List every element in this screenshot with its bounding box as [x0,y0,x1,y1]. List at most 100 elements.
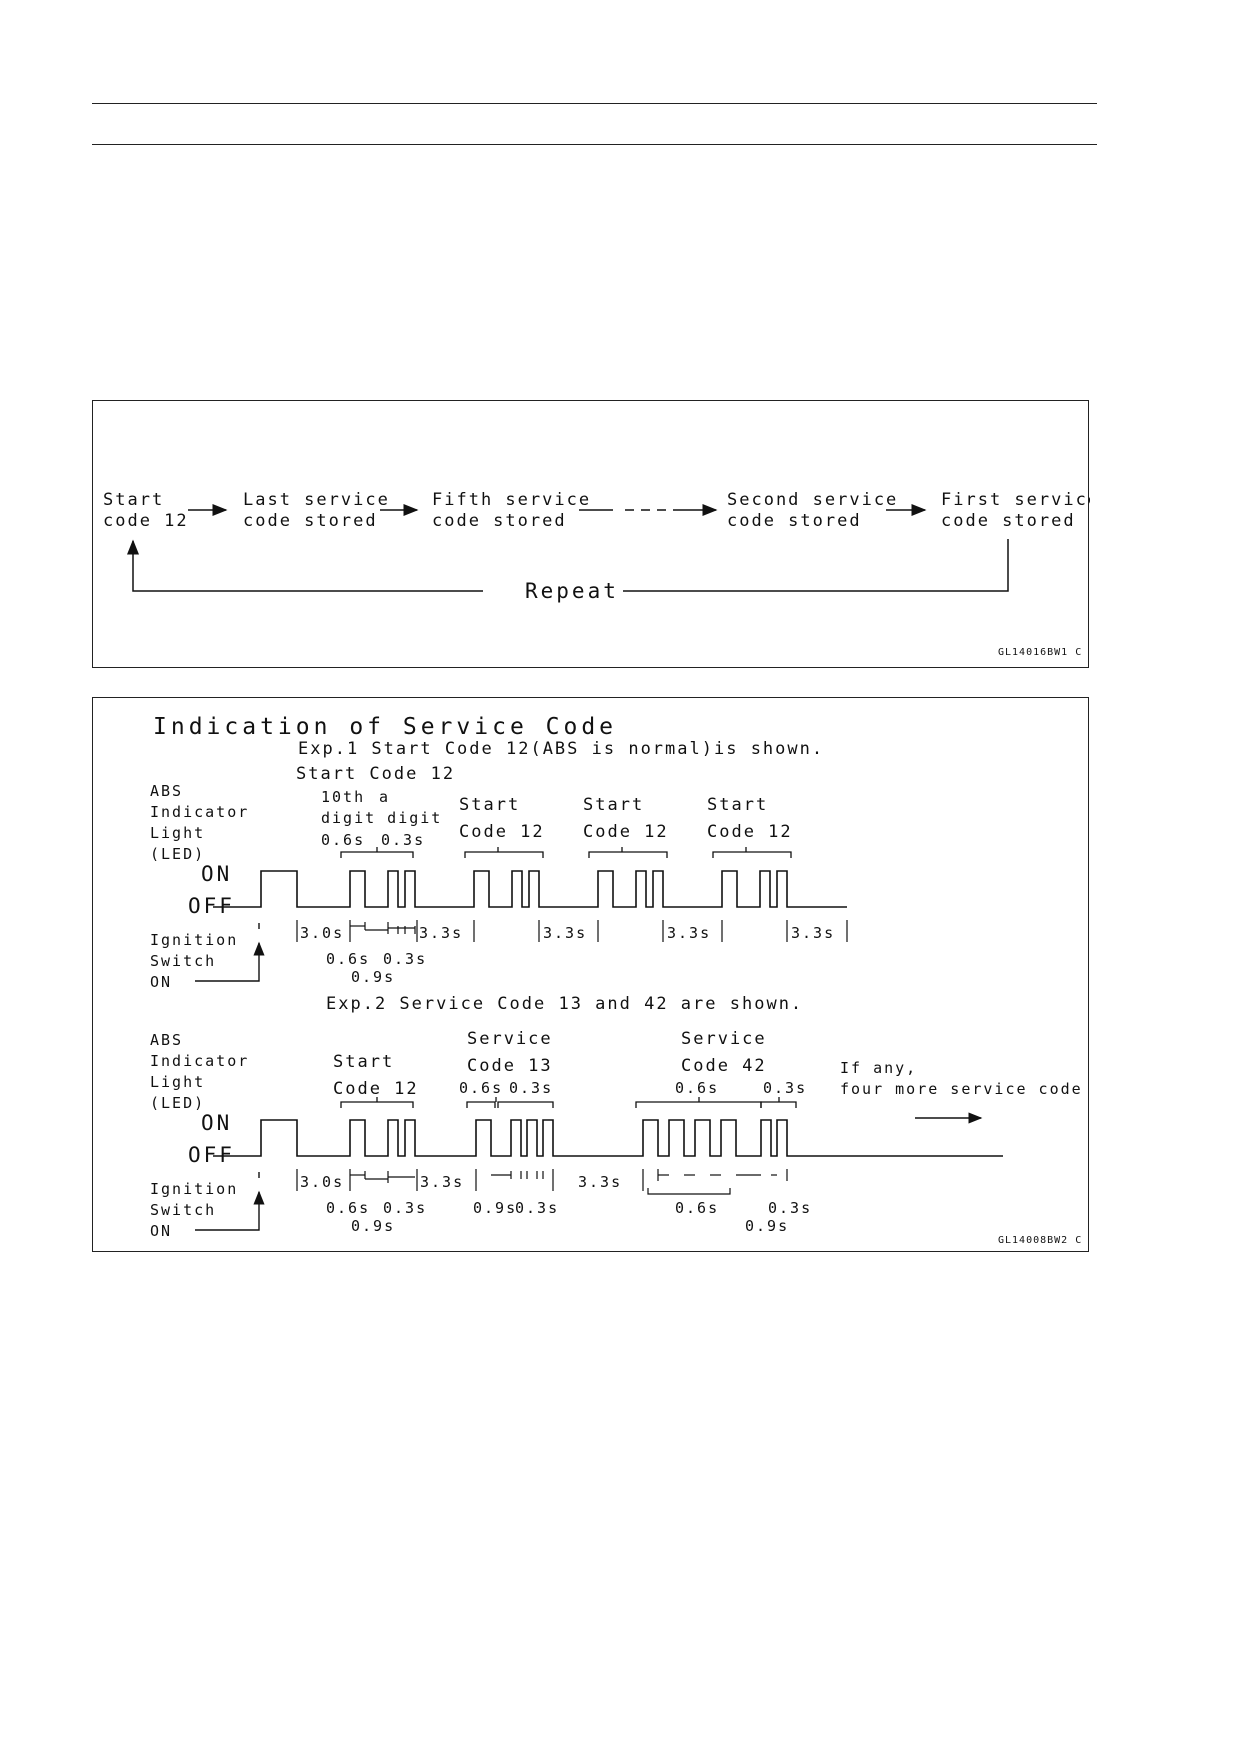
flow-node-fifth: Fifth service code stored [432,490,591,531]
svg-text:Indicator: Indicator [150,1052,249,1070]
svg-text:3.3s: 3.3s [419,924,463,942]
svg-text:Last service: Last service [243,490,390,510]
exp2-side-labels: ABS Indicator Light (LED) ON OFF Ignitio… [150,1031,249,1240]
svg-text:Second service: Second service [727,490,898,510]
svg-text:Ignition: Ignition [150,1180,238,1198]
timing-diagram: Indication of Service Code Exp.1 Start C… [150,714,1083,1246]
svg-text:0.9s: 0.9s [473,1199,517,1217]
timing-title: Indication of Service Code [153,714,617,740]
exp2-ignition-switch [195,1172,265,1231]
svg-text:0.6s: 0.6s [675,1199,719,1217]
service-code-flow-panel: Start code 12 Last service code stored F… [92,400,1090,668]
svg-text:3.3s: 3.3s [543,924,587,942]
svg-text:ABS: ABS [150,1031,183,1049]
svg-text:code 12: code 12 [103,511,189,531]
svg-text:0.9s: 0.9s [351,1217,395,1235]
figure-id: GL14008BW2 C [998,1235,1082,1246]
svg-text:0.3s: 0.3s [383,1199,427,1217]
exp2-code42-line2: Code 42 [681,1056,767,1076]
svg-text:0.6s: 0.6s [326,1199,370,1217]
svg-text:ON: ON [150,1222,172,1240]
svg-text:Switch: Switch [150,952,216,970]
exp2-brackets [340,1097,797,1108]
exp2-heading: Exp.2 Service Code 13 and 42 are shown. [326,994,803,1014]
svg-text:ON: ON [201,1111,232,1135]
svg-text:Light: Light [150,824,205,842]
service-code-timing-panel: Indication of Service Code Exp.1 Start C… [92,697,1089,1252]
svg-text:3.3s: 3.3s [578,1173,622,1191]
exp2-code13-t1: 0.6s [459,1079,503,1097]
exp1-dur-unit: 0.3s [381,831,425,849]
exp1-brackets [340,847,792,858]
svg-text:Code 12: Code 12 [707,822,793,842]
svg-text:Fifth service: Fifth service [432,490,591,510]
svg-text:Code 12: Code 12 [459,822,545,842]
header-rule-bottom [92,144,1097,145]
svg-text:Start: Start [707,795,768,815]
exp1-waveform [213,870,847,908]
svg-text:code stored: code stored [941,511,1076,531]
svg-text:0.3s: 0.3s [383,950,427,968]
svg-text:Code 12: Code 12 [583,822,669,842]
exp2-waveform [213,1119,1003,1157]
svg-text:OFF: OFF [188,1143,235,1167]
exp1-gap-labels: 3.0s 3.3s 3.3s 3.3s 3.3s 0.6s 0.3s 0.9s [300,924,835,986]
svg-text:Start: Start [583,795,644,815]
svg-text:0.3s: 0.3s [768,1199,812,1217]
repeat-label: Repeat [525,579,619,603]
exp2-code42-line1: Service [681,1029,767,1049]
exp2-code13-t2: 0.3s [509,1079,553,1097]
svg-text:ON: ON [150,973,172,991]
exp1-dur-tenth: 0.6s [321,831,365,849]
svg-text:First service: First service [941,490,1090,510]
svg-text:3.3s: 3.3s [420,1173,464,1191]
exp1-ignition-switch [195,923,265,982]
svg-text:(LED): (LED) [150,1094,205,1112]
exp1-repeat-labels: Start Code 12 Start Code 12 Start Code 1… [459,795,793,842]
flow-node-last: Last service code stored [243,490,390,531]
exp2-if-any-2: four more service code [840,1080,1083,1098]
exp2-code13-line2: Code 13 [467,1056,553,1076]
svg-text:Indicator: Indicator [150,803,249,821]
exp1-start-code-label: Start Code 12 [296,764,455,784]
svg-text:Start: Start [459,795,520,815]
flow-node-start: Start code 12 [103,490,189,531]
svg-text:3.0s: 3.0s [300,924,344,942]
exp2-start-line1: Start [333,1052,394,1072]
svg-text:0.3s: 0.3s [515,1199,559,1217]
exp2-code42-t1: 0.6s [675,1079,719,1097]
svg-text:Ignition: Ignition [150,931,238,949]
svg-text:Switch: Switch [150,1201,216,1219]
repeat-loop: Repeat [127,539,1009,603]
exp2-start-line2: Code 12 [333,1079,419,1099]
svg-text:Start: Start [103,490,164,510]
exp2-if-any-1: If any, [840,1059,917,1077]
exp1-tenth-label: 10th [321,788,365,806]
svg-text:(LED): (LED) [150,845,205,863]
svg-text:ABS: ABS [150,782,183,800]
svg-text:3.0s: 3.0s [300,1173,344,1191]
svg-text:OFF: OFF [188,894,235,918]
exp1-dimensions [296,920,848,942]
header-rule-top [92,103,1097,104]
svg-text:3.3s: 3.3s [667,924,711,942]
svg-text:0.6s: 0.6s [326,950,370,968]
exp2-gap-labels: 3.0s 3.3s 3.3s 0.6s 0.3s 0.9s 0.9s 0.3s … [300,1173,812,1235]
svg-text:3.3s: 3.3s [791,924,835,942]
svg-text:0.9s: 0.9s [351,968,395,986]
figure-id: GL14016BW1 C [998,647,1082,658]
svg-text:ON: ON [201,862,232,886]
exp1-side-labels: ABS Indicator Light (LED) ON OFF Ignitio… [150,782,249,991]
exp1-a-label: a [379,788,390,806]
flow-node-first: First service code stored [941,490,1090,531]
exp1-digit-label: digit digit [321,809,442,827]
svg-text:code stored: code stored [432,511,567,531]
exp2-dimensions [296,1169,788,1195]
service-code-flow-diagram: Start code 12 Last service code stored F… [103,490,1090,658]
exp1-heading: Exp.1 Start Code 12(ABS is normal)is sho… [298,739,824,759]
exp2-code13-line1: Service [467,1029,553,1049]
exp2-code42-t2: 0.3s [763,1079,807,1097]
flow-node-second: Second service code stored [727,490,898,531]
svg-text:Light: Light [150,1073,205,1091]
svg-text:code stored: code stored [243,511,378,531]
